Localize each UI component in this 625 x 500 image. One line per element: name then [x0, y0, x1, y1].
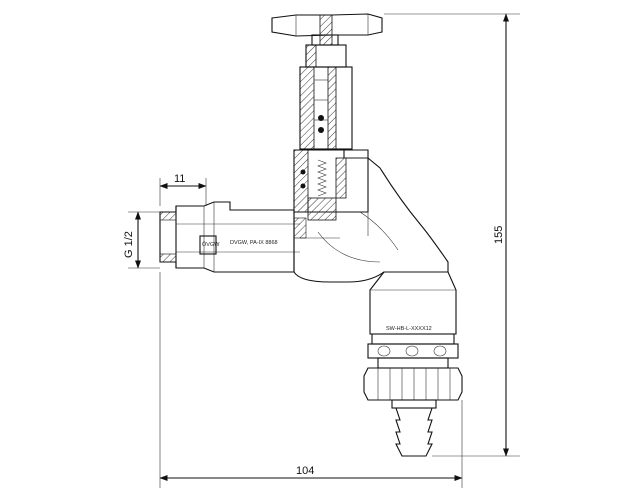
headpiece-section	[293, 44, 369, 221]
dim-height-label: 155	[493, 226, 505, 244]
dimension-total-width: 104	[159, 272, 463, 488]
dimension-thread-length: 11	[159, 173, 207, 206]
dim-thread-size-label: G 1/2	[123, 231, 135, 258]
dimension-thread-size: G 1/2	[123, 211, 160, 269]
outlet-assembly: SW-HB-L-XXXX12	[363, 271, 463, 457]
body-marking-text: DVGW, PA-IX 8868	[230, 240, 278, 246]
dimension-total-height: 155	[384, 13, 520, 457]
dim-thread-length-label: 11	[174, 173, 185, 185]
inlet-pipe: ÖVGW DVGW, PA-IX 8868	[159, 201, 300, 273]
ring-marking-text: SW-HB-L-XXXX12	[386, 326, 432, 332]
dim-width-label: 104	[296, 465, 314, 477]
tap-handle	[271, 13, 383, 46]
ovgw-badge-text: ÖVGW	[202, 241, 220, 248]
